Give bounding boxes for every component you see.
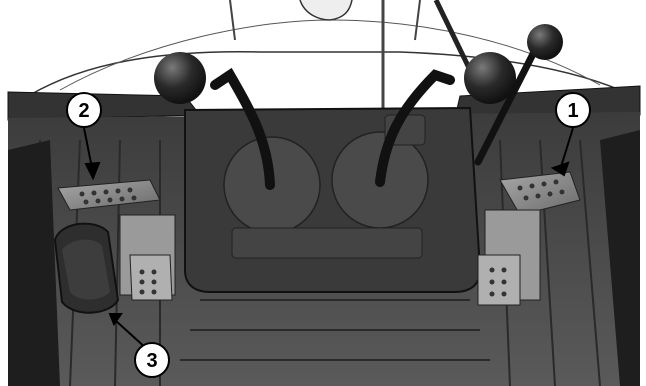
callout-2-label: 2 (78, 100, 89, 122)
callout-3: 3 (135, 343, 169, 377)
callout-3-label: 3 (146, 350, 157, 372)
callout-1: 1 (556, 93, 590, 127)
callout-2: 2 (67, 93, 101, 127)
right-joystick-knob (464, 52, 516, 104)
auxiliary-lever-knob (527, 24, 563, 60)
foot-rest-pedal (55, 224, 118, 313)
control-console (185, 108, 480, 292)
left-joystick-knob (154, 52, 206, 104)
callout-1-label: 1 (567, 100, 578, 122)
